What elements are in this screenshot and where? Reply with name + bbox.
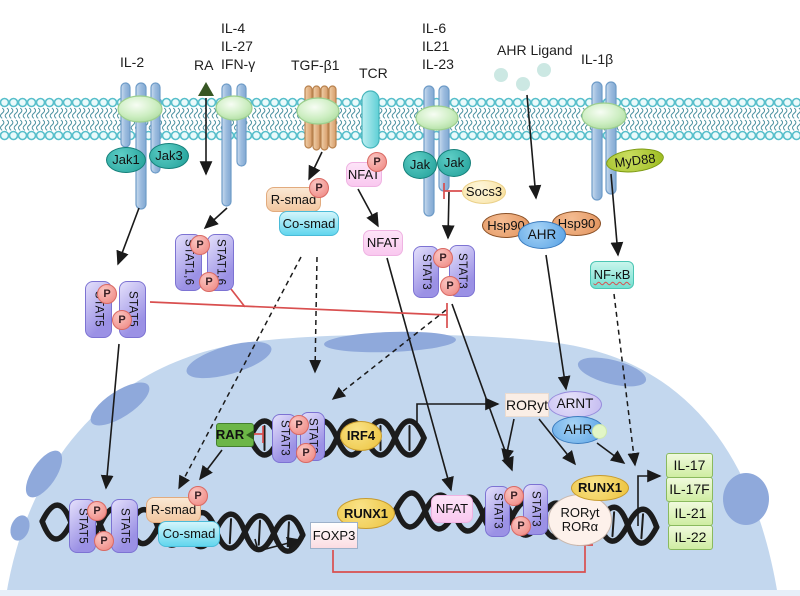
ahr-nucleus-label: AHR [563, 421, 593, 437]
phospho-badge: P [112, 310, 132, 330]
tgfb-receptor [296, 85, 340, 151]
tcr-label: TCR [359, 65, 388, 81]
nuclear-envelope-patches [10, 331, 769, 541]
ifng-label: IFN-γ [221, 56, 256, 72]
runx1-oval: RUNX1 [571, 475, 629, 501]
il6-label: IL-6 [422, 20, 447, 36]
foxp3-box: FOXP3 [310, 522, 358, 549]
jak1-oval: Jak1 [106, 147, 146, 173]
il27-label: IL-27 [221, 38, 253, 54]
socs3-oval: Socs3 [462, 180, 506, 204]
gene-box-il22: IL-22 [668, 525, 713, 550]
roryt-rora-oval: RORyt RORα [548, 494, 612, 546]
il21-label: IL21 [422, 38, 450, 54]
phospho-badge: P [289, 415, 309, 435]
phospho-badge: P [94, 531, 114, 551]
stat5-nucleus-box: STAT5 [69, 499, 96, 553]
ahr-oval: AHR [518, 221, 566, 249]
nfat-box: NFAT [346, 162, 382, 187]
jak-oval: Jak [437, 149, 471, 177]
arnt-oval: ARNT [548, 391, 602, 418]
phospho-badge: P [87, 501, 107, 521]
cosmad-nucleus-box: Co-smad [158, 521, 220, 547]
phospho-badge: P [367, 152, 387, 172]
gene-box-il17: IL-17 [666, 453, 713, 478]
il2-receptor [117, 82, 163, 210]
phospho-badge: P [440, 276, 460, 296]
rora-label: RORα [561, 519, 599, 534]
il2-label: IL-2 [120, 54, 145, 70]
ra-label: RA [194, 57, 214, 73]
stat3-nucleus-box: STAT3 [485, 486, 510, 537]
ahr-nucleus-oval: AHR [552, 416, 607, 444]
gene-box-il21: IL-21 [668, 501, 713, 526]
ra-triangle-icon [198, 82, 214, 96]
activation-arrows [100, 94, 662, 552]
tgfb1-label: TGF-β1 [291, 57, 340, 73]
tcr-receptor [361, 90, 380, 149]
nfat-box: NFAT [363, 230, 403, 256]
il4-label: IL-4 [221, 20, 246, 36]
jak3-oval: Jak3 [149, 143, 189, 169]
il4-receptor [215, 83, 253, 207]
phospho-badge: P [511, 516, 531, 536]
stat3-nucleus-box: STAT3 [523, 484, 548, 535]
phospho-badge: P [190, 235, 210, 255]
phospho-badge: P [433, 248, 453, 268]
il23-label: IL-23 [422, 56, 454, 72]
phospho-badge: P [504, 486, 524, 506]
phospho-badge: P [97, 284, 117, 304]
roryt-label-box: RORyt [505, 393, 549, 417]
phospho-badge: P [296, 443, 316, 463]
stat5-nucleus-box: STAT5 [111, 499, 138, 553]
cosmad-box: Co-smad [279, 211, 339, 236]
il1b-label: IL-1β [581, 51, 614, 67]
ahr-ligand-dots-icon [494, 63, 551, 91]
gene-box-il17f: IL-17F [666, 477, 713, 502]
nfat-nucleus-box: NFAT [431, 495, 473, 523]
rar-triangle-icon [246, 430, 255, 440]
phospho-badge: P [199, 272, 219, 292]
phospho-badge: P [309, 178, 329, 198]
rar-box: RAR [215, 423, 255, 447]
translocation-arrows [178, 256, 640, 490]
phospho-badge: P [188, 486, 208, 506]
rar-label: RAR [215, 427, 245, 443]
ahr-ligand-label: AHR Ligand [497, 42, 573, 58]
roryt-label: RORyt [560, 505, 600, 521]
jak-oval: Jak [403, 151, 437, 179]
ahr-ligand-dot-icon [592, 424, 607, 439]
nfkb-box: NF-κB [590, 261, 634, 289]
irf4-oval: IRF4 [340, 421, 382, 451]
stat3-box: STAT3 [413, 246, 439, 298]
nfkb-label: NF-κB [593, 267, 631, 283]
